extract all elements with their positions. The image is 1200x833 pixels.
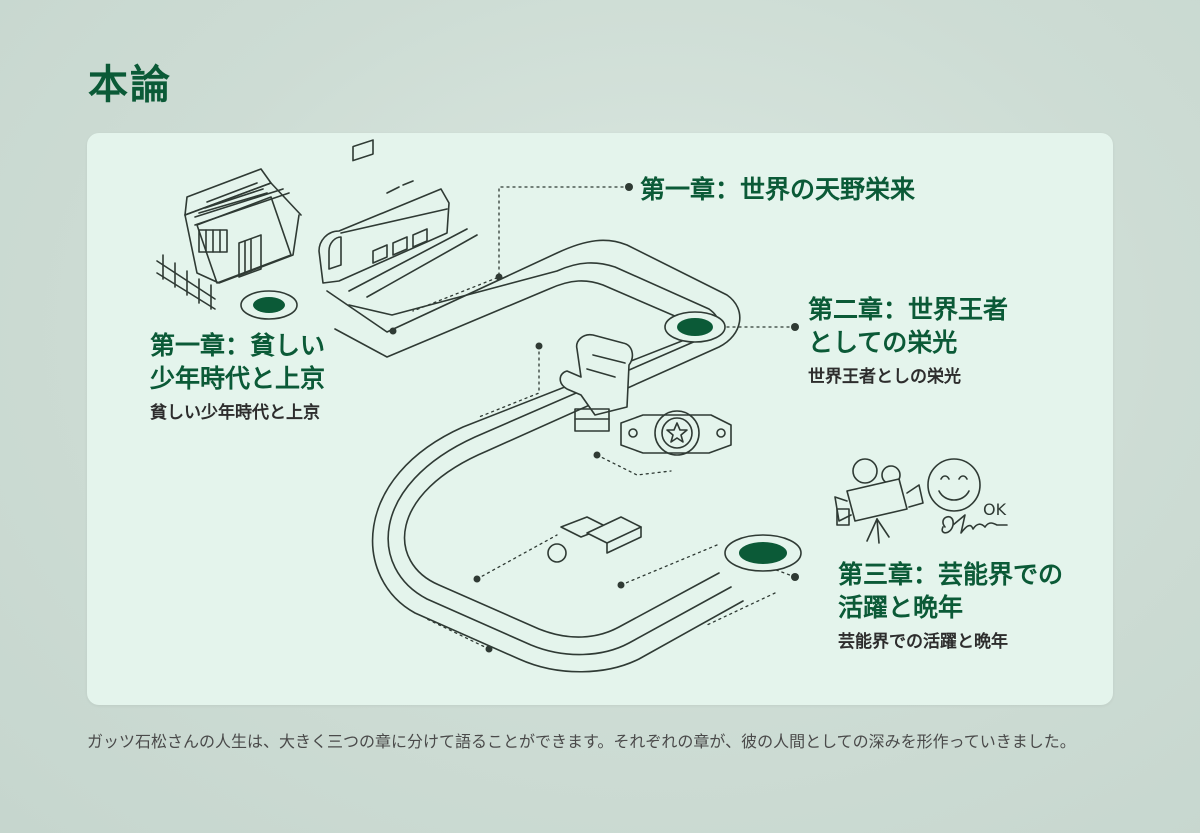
connector-lines [412, 186, 796, 650]
house-icon [156, 168, 302, 310]
chapter-1-title-line2: 少年時代と上京 [150, 364, 326, 393]
life-path-diagram: OK 第一章：世界の天野栄来 第一章：貧しい 少年時代と上京 貧しい少年時代と上… [87, 133, 1113, 705]
ok-text: OK [983, 500, 1007, 519]
chapter-3-label: 第三章：芸能界での 活躍と晩年 芸能界での活躍と晩年 [838, 558, 1063, 654]
chapter-3-title-line1: 第三章：芸能界での [838, 560, 1064, 589]
milestone-marker-2 [664, 311, 726, 343]
chapter-3-subtitle: 芸能界での活躍と晩年 [838, 632, 1008, 652]
milestone-marker-1 [240, 290, 298, 320]
ball-icon [547, 543, 567, 563]
top-chapter-label: 第一章：世界の天野栄来 [640, 175, 916, 204]
movie-camera-icon [834, 458, 924, 544]
smiley-icon [927, 458, 981, 512]
chapter-1-title-line1: 第一章：貧しい [150, 331, 326, 360]
winding-road [326, 239, 744, 673]
chapter-2-subtitle: 世界王者としの栄光 [808, 367, 961, 387]
body-paragraph: ガッツ石松さんの人生は、大きく三つの章に分けて語ることができます。それぞれの章が… [87, 732, 1076, 751]
chapter-2-title-line1: 第二章：世界王者 [808, 295, 1009, 324]
road-dots [389, 183, 799, 653]
chapter-2-label: 第二章：世界王者 としての栄光 世界王者としの栄光 [808, 293, 1008, 389]
chapter-2-title-line2: としての栄光 [808, 328, 958, 357]
boxing-glove-icon [559, 333, 634, 432]
milestone-marker-3 [724, 534, 802, 572]
championship-belt-icon [620, 410, 732, 456]
box-icon [560, 516, 642, 554]
train-icon [318, 139, 478, 298]
chapter-1-label: 第一章：貧しい 少年時代と上京 貧しい少年時代と上京 [150, 329, 325, 425]
chapter-1-subtitle: 貧しい少年時代と上京 [150, 403, 320, 423]
signature-icon [941, 514, 1008, 534]
chapter-3-title-line2: 活躍と晩年 [838, 593, 964, 622]
diagram-canvas: OK [156, 139, 1008, 673]
page-heading: 本論 [88, 61, 172, 108]
